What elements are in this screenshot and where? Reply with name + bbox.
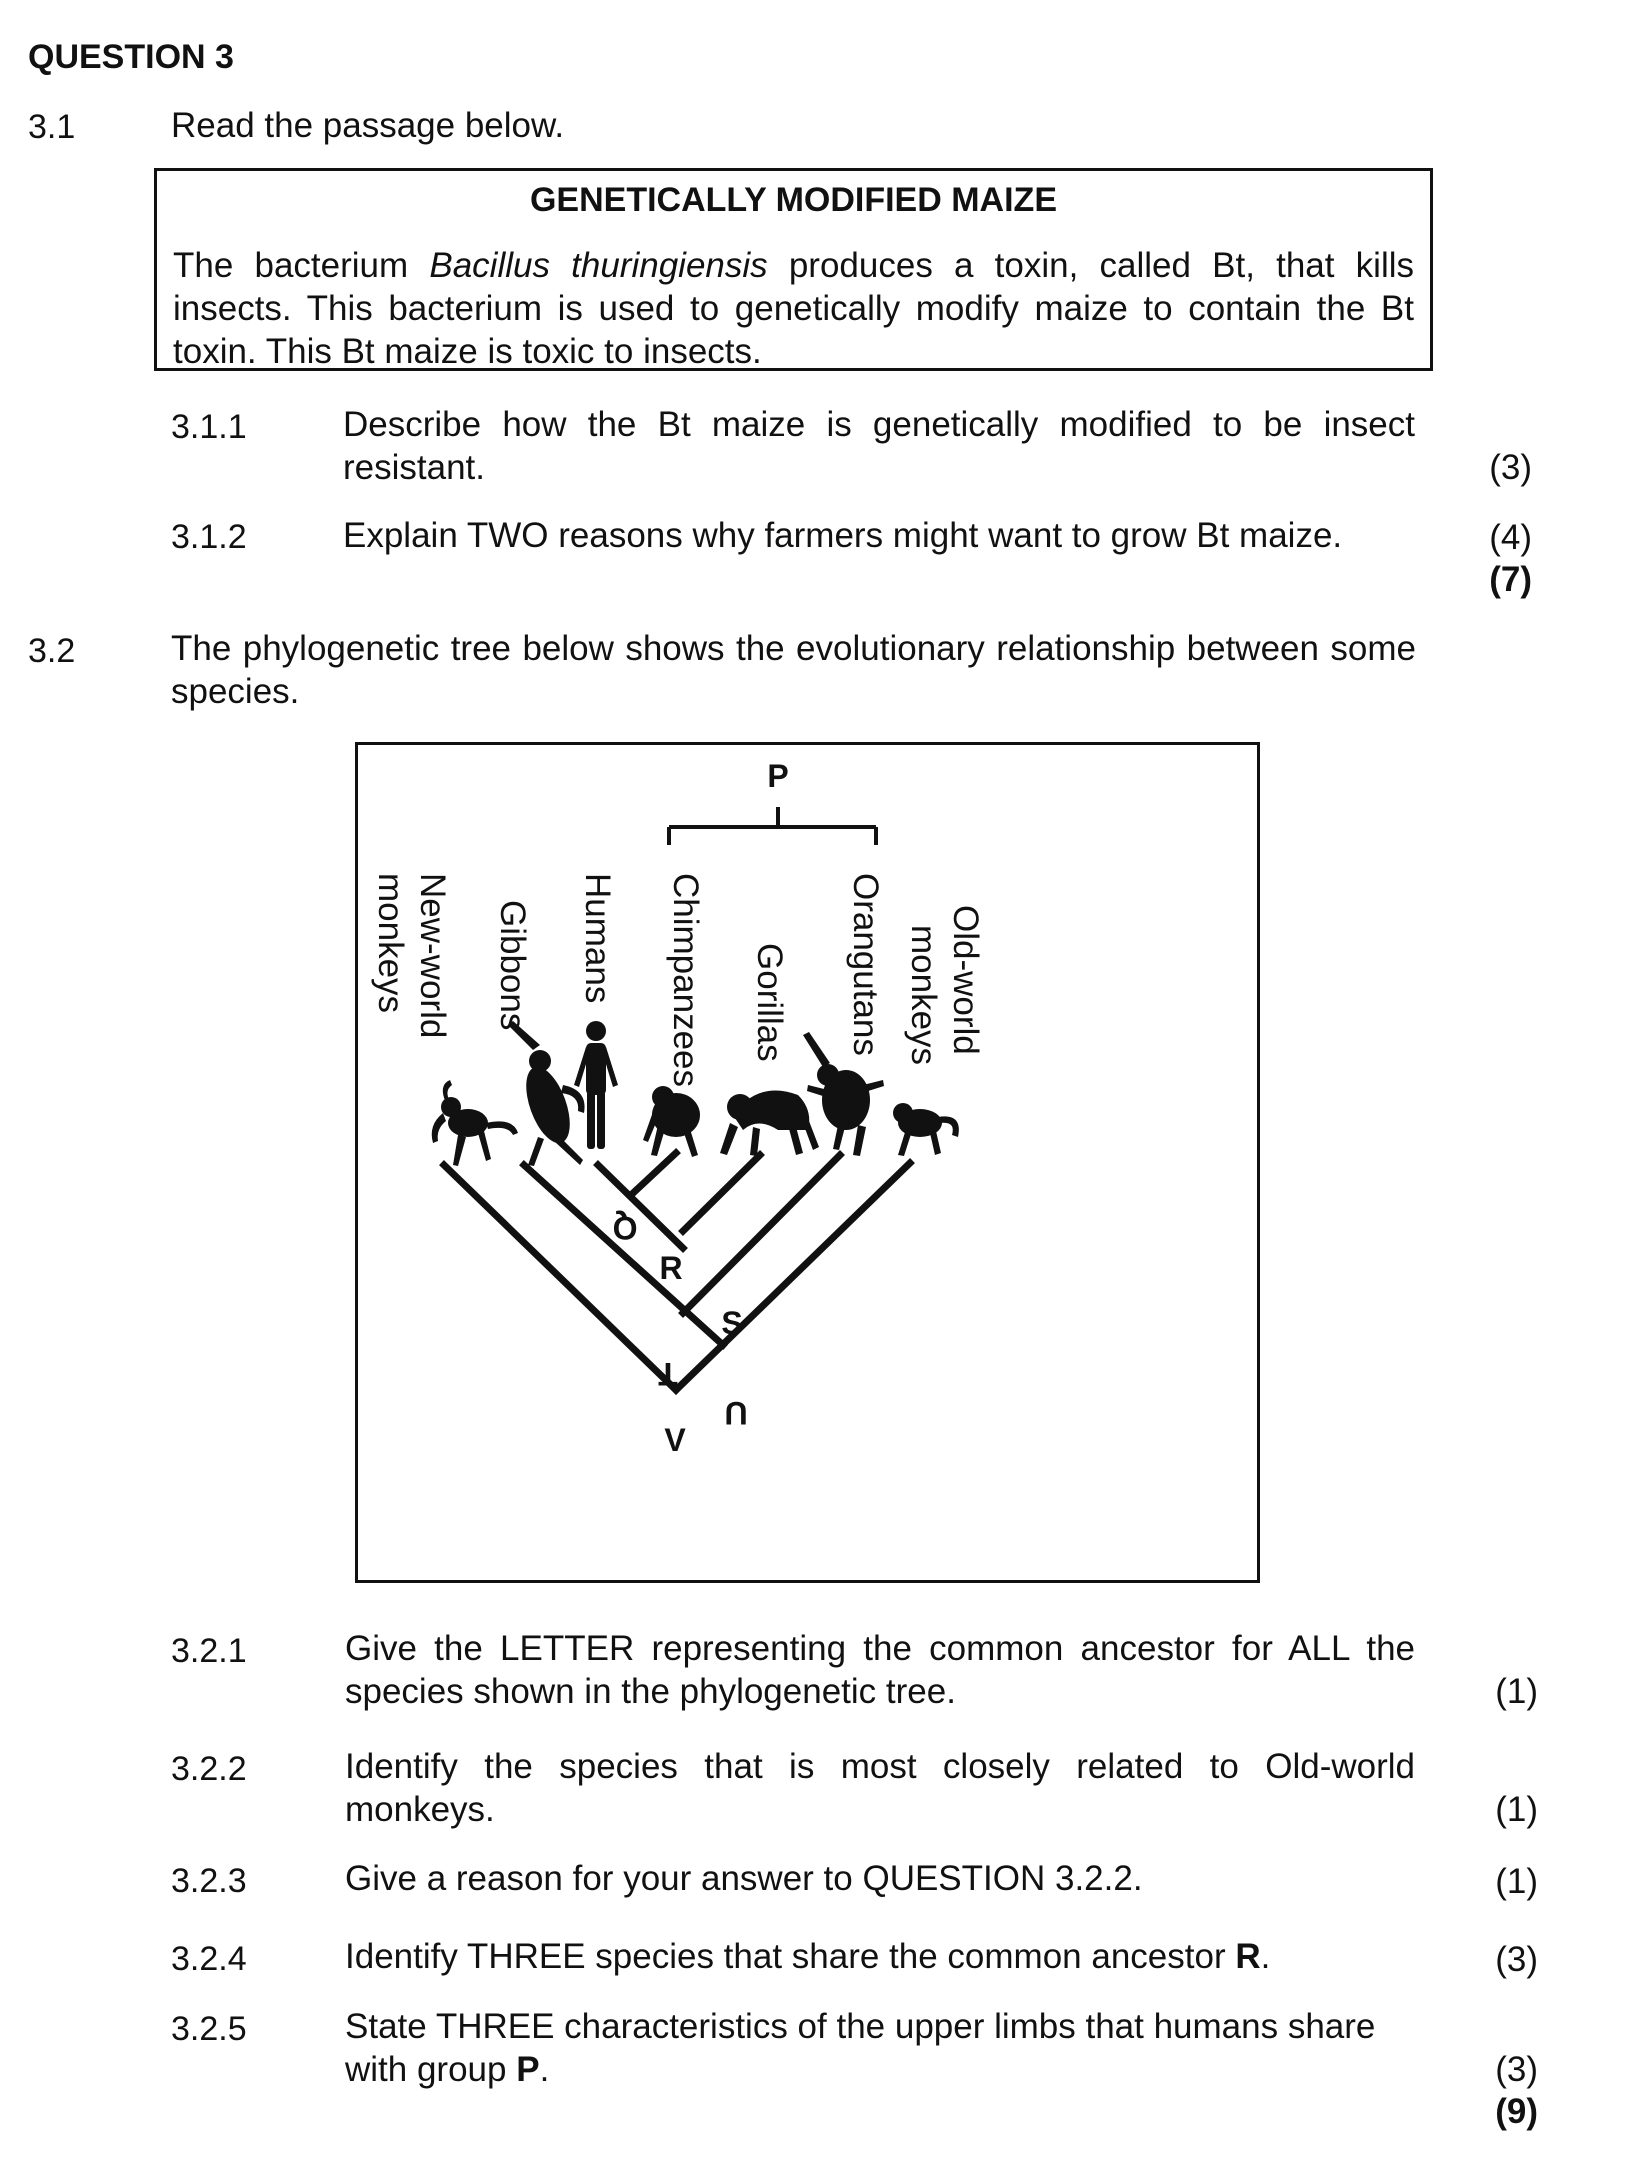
branch-chimpanzees: [626, 1148, 681, 1200]
gorilla-icon: [720, 1090, 819, 1156]
question-number-3-2-1: 3.2.1: [171, 1632, 247, 1670]
passage-text-start: The bacterium: [173, 246, 430, 285]
gibbon-icon: [508, 1021, 585, 1166]
question-text-3-1-1: Describe how the Bt maize is genetically…: [343, 405, 1415, 487]
species-label-new-world-monkeys: New-world monkeys: [371, 873, 452, 1038]
old-world-monkey-icon: [893, 1103, 959, 1156]
question-number-3-2-4: 3.2.4: [171, 1940, 247, 1978]
tree-intro-text: The phylogenetic tree below shows the ev…: [171, 629, 1416, 711]
question-number-3-2-2: 3.2.2: [171, 1750, 247, 1788]
species-label-gibbons: Gibbons: [493, 900, 532, 1030]
human-icon: [574, 1021, 618, 1149]
branch-gorillas: [678, 1150, 765, 1236]
node-label-r: R: [659, 1250, 682, 1286]
species-label-humans: Humans: [578, 873, 617, 1003]
marks-3-2-4: (3): [1495, 1940, 1538, 1979]
question-text-3-2-5-end: .: [539, 2050, 550, 2089]
node-label-s: S: [721, 1305, 742, 1341]
phylogenetic-tree-box: P New-world monkeys Gibbons Humans Chimp…: [355, 742, 1260, 1583]
species-new-world-monkeys-line1: New-world: [413, 873, 452, 1038]
marks-3-1-2: (4): [1489, 518, 1532, 557]
passage-text-end: produces a toxin, called Bt, that kills …: [173, 246, 1415, 371]
question-number-3-1: 3.1: [28, 108, 76, 146]
passage-box: GENETICALLY MODIFIED MAIZE The bacterium…: [154, 168, 1433, 371]
group-p-letter: P: [516, 2050, 540, 2089]
branch-orangutans: [678, 1150, 845, 1318]
orangutan-icon: [803, 1032, 884, 1156]
species-new-world-monkeys-line2: monkeys: [371, 873, 410, 1013]
total-marks-3-2: (9): [1495, 2092, 1538, 2131]
marks-3-2-5: (3): [1495, 2050, 1538, 2089]
marks-3-2-1: (1): [1495, 1672, 1538, 1711]
question-number-3-1-1: 3.1.1: [171, 408, 247, 446]
marks-3-1-1: (3): [1489, 448, 1532, 487]
passage-text: The bacterium Bacillus thuringiensis pro…: [173, 244, 1414, 373]
group-label-p: P: [767, 758, 788, 794]
branch-new-world-monkeys: [439, 1160, 681, 1395]
species-label-old-world-monkeys: monkeys Old-world: [904, 905, 985, 1065]
node-label-u: U: [724, 1395, 747, 1431]
node-label-v: V: [664, 1422, 686, 1458]
question-text-3-2-4: Identify THREE species that share the co…: [345, 1935, 1270, 1978]
marks-3-2-2: (1): [1495, 1790, 1538, 1829]
species-old-world-monkeys-line1: monkeys: [904, 925, 943, 1065]
species-label-chimpanzees: Chimpanzees: [666, 873, 705, 1087]
question-text-3-2-5-main: State THREE characteristics of the upper…: [345, 2007, 1376, 2089]
node-label-q: Q: [613, 1210, 638, 1246]
marks-3-2-3: (1): [1495, 1862, 1538, 1901]
question-text-3-2-1: Give the LETTER representing the common …: [345, 1629, 1415, 1711]
question-number-3-2: 3.2: [28, 632, 76, 670]
question-number-3-1-2: 3.1.2: [171, 518, 247, 556]
passage-instruction: Read the passage below.: [171, 106, 565, 145]
branch-humans: [593, 1160, 688, 1253]
question-text-3-2-3: Give a reason for your answer to QUESTIO…: [345, 1859, 1143, 1898]
question-text-3-2-5: State THREE characteristics of the upper…: [345, 2005, 1420, 2091]
chimpanzee-icon: [643, 1086, 700, 1157]
tree-branches: [439, 1148, 915, 1395]
branch-old-world-monkeys: [671, 1158, 915, 1395]
new-world-monkey-icon: [431, 1080, 518, 1166]
question-number-3-2-5: 3.2.5: [171, 2010, 247, 2048]
question-text-3-1-2: Explain TWO reasons why farmers might wa…: [343, 516, 1343, 555]
question-text-3-2-4-end: .: [1260, 1937, 1271, 1976]
species-label-orangutans: Orangutans: [846, 873, 885, 1056]
phylogenetic-tree-diagram: P New-world monkeys Gibbons Humans Chimp…: [371, 758, 985, 1458]
question-text-3-2-2: Identify the species that is most closel…: [345, 1747, 1415, 1829]
question-number-3-2-3: 3.2.3: [171, 1862, 247, 1900]
ancestor-r-letter: R: [1235, 1937, 1261, 1976]
passage-title: GENETICALLY MODIFIED MAIZE: [529, 181, 1058, 219]
total-marks-3-1: (7): [1489, 560, 1532, 599]
species-label-gorillas: Gorillas: [750, 943, 789, 1062]
branch-gibbons: [519, 1160, 728, 1350]
node-label-t: T: [658, 1356, 678, 1392]
species-old-world-monkeys-line2: Old-world: [946, 905, 985, 1055]
bacterium-name: Bacillus thuringiensis: [429, 246, 768, 285]
question-text-3-2-4-main: Identify THREE species that share the co…: [345, 1937, 1236, 1976]
question-heading: QUESTION 3: [28, 38, 234, 76]
